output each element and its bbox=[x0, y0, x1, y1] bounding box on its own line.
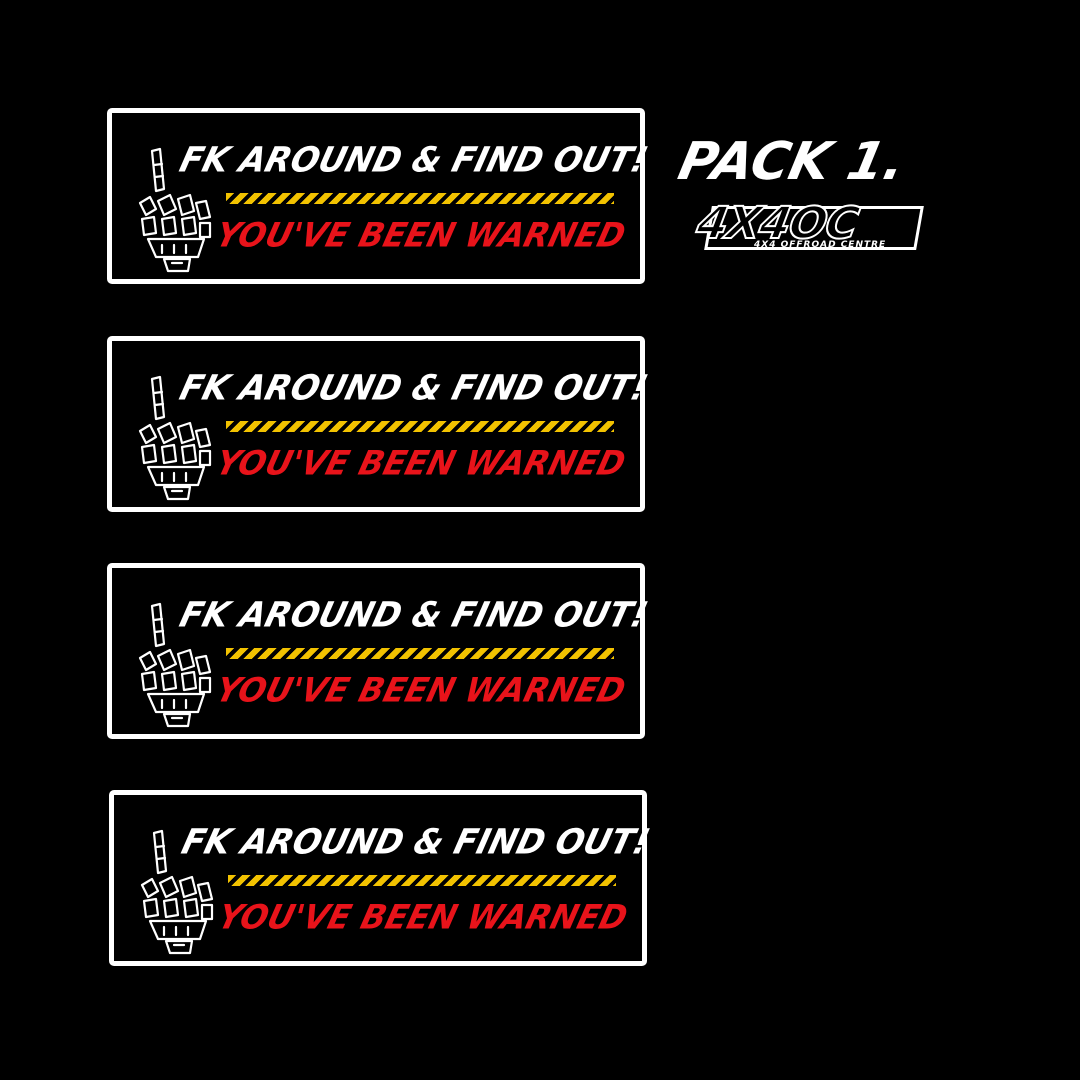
sticker-headline: FK AROUND & FIND OUT! bbox=[175, 367, 652, 408]
logo-tagline: 4X4 OFFROAD CENTRE bbox=[754, 240, 887, 250]
hazard-stripe bbox=[226, 648, 614, 659]
brand-logo: 4X4OC 4X4 OFFROAD CENTRE bbox=[692, 197, 924, 254]
sticker-warning: YOU'VE BEEN WARNED bbox=[212, 670, 630, 710]
sticker-headline: FK AROUND & FIND OUT! bbox=[177, 821, 654, 862]
skeleton-hand-icon bbox=[138, 602, 212, 728]
sticker-2: FK AROUND & FIND OUT! YOU'VE BEEN WARNED bbox=[107, 336, 652, 512]
skeleton-hand-icon bbox=[138, 147, 212, 273]
skeleton-hand-icon bbox=[140, 829, 214, 955]
pack-title: PACK 1. bbox=[673, 132, 911, 192]
hazard-stripe bbox=[226, 421, 614, 432]
sticker-warning: YOU'VE BEEN WARNED bbox=[214, 897, 632, 937]
sticker-3: FK AROUND & FIND OUT! YOU'VE BEEN WARNED bbox=[107, 563, 652, 739]
sticker-warning: YOU'VE BEEN WARNED bbox=[212, 215, 630, 255]
sticker-headline: FK AROUND & FIND OUT! bbox=[175, 139, 652, 180]
hazard-stripe bbox=[228, 875, 616, 886]
sticker-headline: FK AROUND & FIND OUT! bbox=[175, 594, 652, 635]
skeleton-hand-icon bbox=[138, 375, 212, 501]
sticker-1: FK AROUND & FIND OUT! YOU'VE BEEN WARNED bbox=[107, 108, 652, 284]
sticker-4: FK AROUND & FIND OUT! YOU'VE BEEN WARNED bbox=[109, 790, 654, 966]
sticker-warning: YOU'VE BEEN WARNED bbox=[212, 443, 630, 483]
hazard-stripe bbox=[226, 193, 614, 204]
